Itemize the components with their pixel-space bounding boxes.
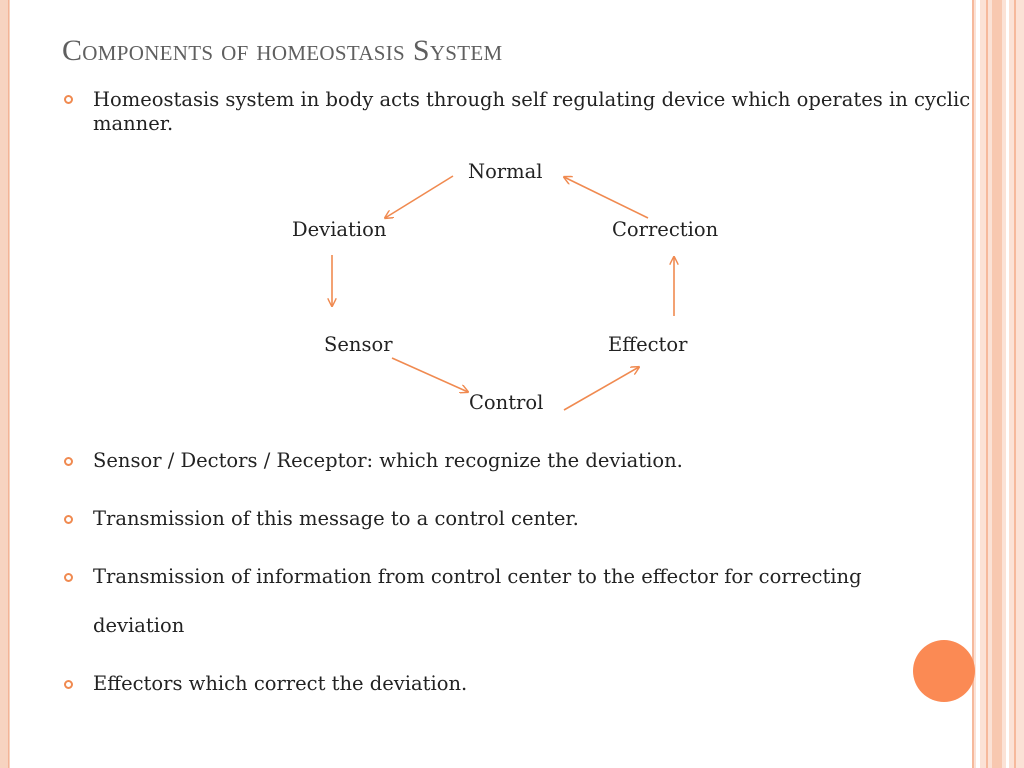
intro-text: Homeostasis system in body acts through … <box>93 88 971 135</box>
node-control: Control <box>469 391 544 414</box>
left-border-decoration <box>0 0 10 768</box>
bullet-icon <box>64 515 73 524</box>
bullet-icon <box>64 573 73 582</box>
bullet-icon <box>64 457 73 466</box>
slide-title: Components of homeostasis System <box>62 34 503 67</box>
arrow-sensor-to-control <box>391 357 468 392</box>
node-deviation: Deviation <box>292 218 387 241</box>
node-normal: Normal <box>468 160 543 183</box>
arrow-correction-to-normal <box>564 177 649 219</box>
right-stripes-decoration <box>972 0 1024 768</box>
node-effector: Effector <box>608 333 688 356</box>
bullet-transmission-effector: Transmission of information from control… <box>93 565 862 588</box>
node-sensor: Sensor <box>324 333 393 356</box>
bullet-transmission-effector-continuation: deviation <box>93 614 185 637</box>
arrow-control-to-effector <box>563 367 639 411</box>
bullet-icon <box>64 95 73 104</box>
bullet-icon <box>64 680 73 689</box>
bullet-effectors: Effectors which correct the deviation. <box>93 672 468 695</box>
bullet-transmission-control: Transmission of this message to a contro… <box>93 507 579 530</box>
node-correction: Correction <box>612 218 719 241</box>
arrow-normal-to-deviation <box>385 175 454 218</box>
bullet-sensor: Sensor / Dectors / Receptor: which recog… <box>93 449 683 472</box>
decorative-circle <box>913 640 975 702</box>
